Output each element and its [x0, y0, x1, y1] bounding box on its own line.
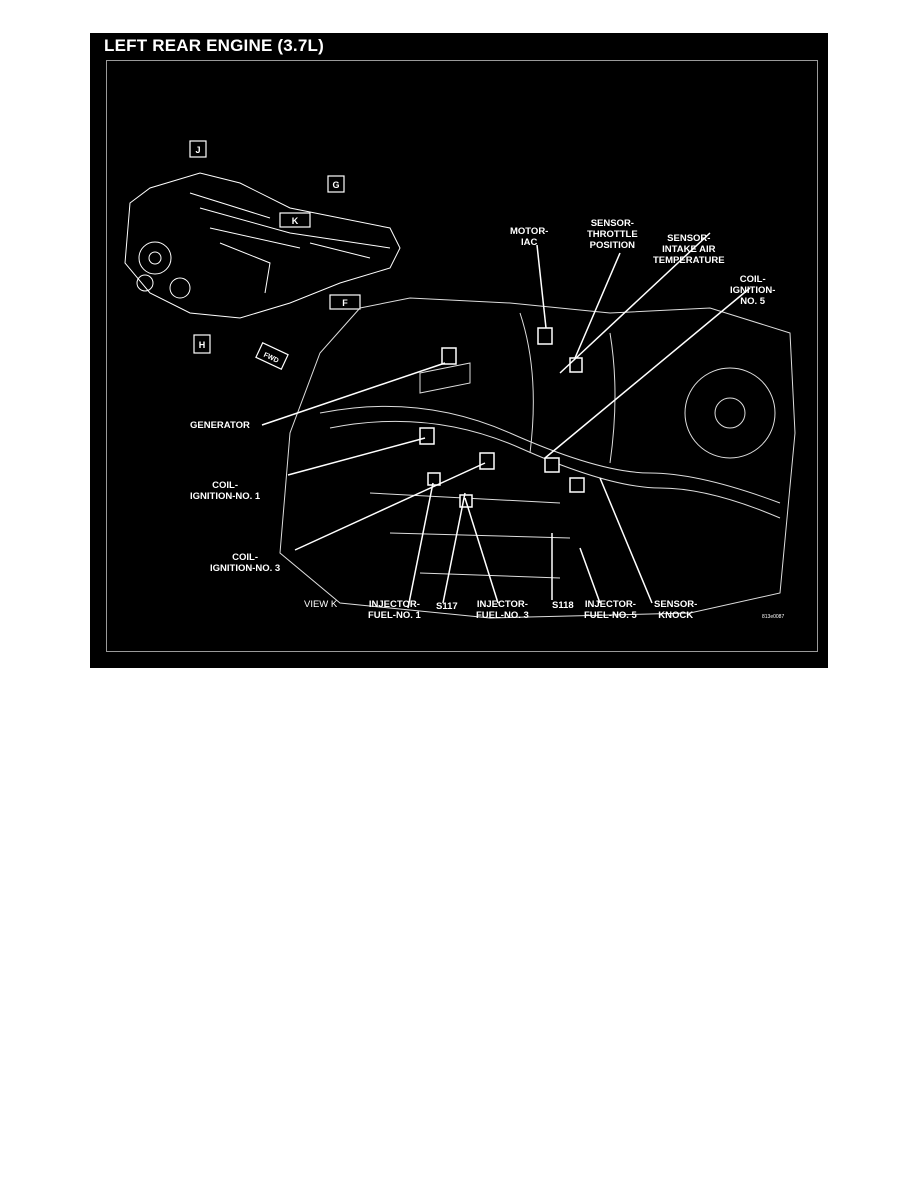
figure-code: 813e0087 [762, 614, 785, 620]
label-generator: GENERATOR [190, 420, 250, 431]
leader-lines [261, 232, 751, 609]
label-injector-fuel-5: INJECTOR- FUEL-NO. 5 [584, 599, 637, 621]
diagram-title: LEFT REAR ENGINE (3.7L) [104, 36, 324, 55]
label-sensor-throttle-position: SENSOR- THROTTLE POSITION [587, 218, 638, 251]
marker-k: K [292, 216, 299, 226]
label-coil-ignition-1: COIL- IGNITION-NO. 1 [190, 480, 261, 502]
label-coil-ignition-5: COIL- IGNITION- NO. 5 [730, 274, 776, 307]
main-engine [279, 297, 796, 619]
marker-f: F [342, 298, 348, 308]
label-injector-fuel-3: INJECTOR- FUEL-NO. 3 [476, 599, 529, 621]
label-sensor-knock: SENSOR- KNOCK [654, 599, 698, 621]
marker-h: H [199, 340, 206, 350]
engine-illustration: J G K F H FWD [124, 140, 796, 619]
connectors [419, 327, 585, 508]
label-s118: S118 [552, 600, 574, 611]
label-coil-ignition-3: COIL- IGNITION-NO. 3 [210, 552, 281, 574]
label-sensor-intake-air-temperature: SENSOR- INTAKE AIR TEMPERATURE [653, 233, 725, 266]
label-injector-fuel-1: INJECTOR- FUEL-NO. 1 [368, 599, 421, 621]
diagram-panel: LEFT REAR ENGINE (3.7L) J G K F H FWD [90, 33, 828, 668]
label-s117: S117 [436, 601, 458, 612]
label-motor-iac: MOTOR- IAC [510, 226, 549, 248]
diagram-frame [106, 60, 818, 652]
marker-g: G [332, 180, 339, 190]
inset-markers [189, 140, 361, 370]
inset-engine [124, 172, 401, 319]
marker-j: J [195, 145, 200, 155]
label-view-k: VIEW K [304, 599, 338, 610]
